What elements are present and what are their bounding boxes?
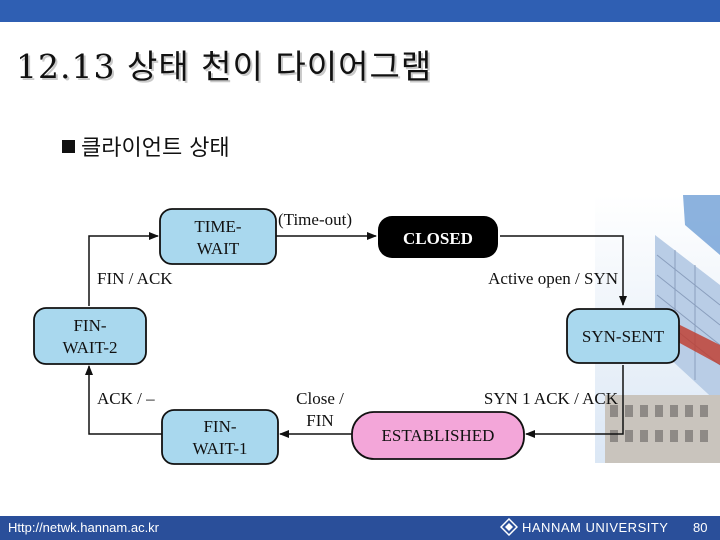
state-fin-wait-1-line2: WAIT-1 [192,439,247,458]
state-fin-wait-2-line1: FIN- [73,316,106,335]
university-logo-icon [500,518,518,536]
edge-closed-to-synsent [500,235,627,306]
label-timeout: (Time-out) [278,210,352,229]
slide-title: 12.13 상태 천이 다이어그램 [16,47,433,86]
footer-url: Http://netwk.hannam.ac.kr [8,520,160,535]
state-syn-sent: SYN-SENT [566,308,680,364]
label-ack: ACK / – [97,389,155,408]
state-syn-sent-label: SYN-SENT [582,327,665,346]
label-close-fin-line1: Close / [296,389,344,408]
bullet-item: 클라이언트 상태 [62,130,230,162]
label-active-open: Active open / SYN [488,269,618,288]
state-time-wait-line1: TIME- [194,217,242,236]
footer-university: HANNAM UNIVERSITY [522,520,669,535]
edge-synsent-to-established [525,365,624,438]
edge-finwait1-to-finwait2 [85,365,162,435]
square-bullet-icon [62,139,75,153]
state-closed: CLOSED [378,216,498,258]
state-fin-wait-2-line2: WAIT-2 [62,338,117,357]
label-fin-ack: FIN / ACK [97,269,173,288]
page-number: 80 [693,520,708,535]
label-close-fin-line2: FIN [306,411,333,430]
state-fin-wait-1-line1: FIN- [203,417,236,436]
state-established-label: ESTABLISHED [382,426,495,445]
edge-finwait2-to-timewait [88,232,159,306]
state-established: ESTABLISHED [351,411,525,460]
bullet-text: 클라이언트 상태 [81,136,230,161]
top-bar [0,0,720,22]
state-closed-label: CLOSED [403,229,473,248]
state-fin-wait-2: FIN- WAIT-2 [33,307,147,365]
state-time-wait: TIME- WAIT [159,208,277,265]
footer-bar: Http://netwk.hannam.ac.kr HANNAM UNIVERS… [0,516,720,540]
state-fin-wait-1: FIN- WAIT-1 [161,409,279,465]
label-syn-ack: SYN 1 ACK / ACK [484,389,619,408]
state-time-wait-line2: WAIT [197,239,240,258]
